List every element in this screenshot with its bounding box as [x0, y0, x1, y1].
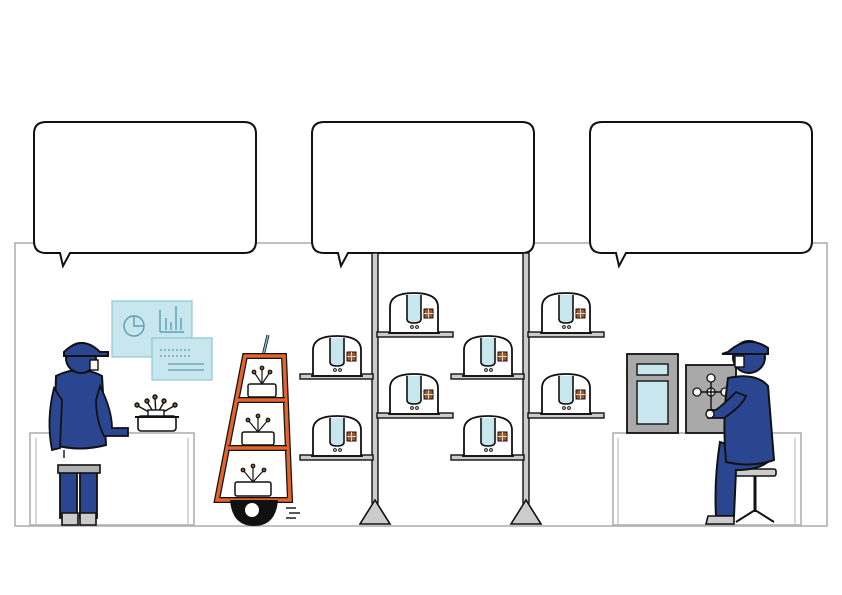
- speech-bubble-left: [33, 121, 257, 269]
- parts-tray-icon: [134, 394, 179, 432]
- pie-chart-icon: [123, 315, 145, 337]
- wall-screen-text: [151, 337, 213, 381]
- speech-bubble-right: [589, 121, 813, 269]
- bubble-center-text: [323, 132, 523, 242]
- worker-right: [704, 340, 777, 525]
- bubble-right-text: [601, 132, 801, 242]
- speech-bubble-center: [311, 121, 535, 269]
- worker-left: [48, 342, 129, 526]
- delivery-robot-icon: [213, 334, 300, 526]
- bubble-left-text: [45, 132, 245, 242]
- control-machine-left: [626, 353, 679, 434]
- bar-chart-icon: [159, 306, 184, 333]
